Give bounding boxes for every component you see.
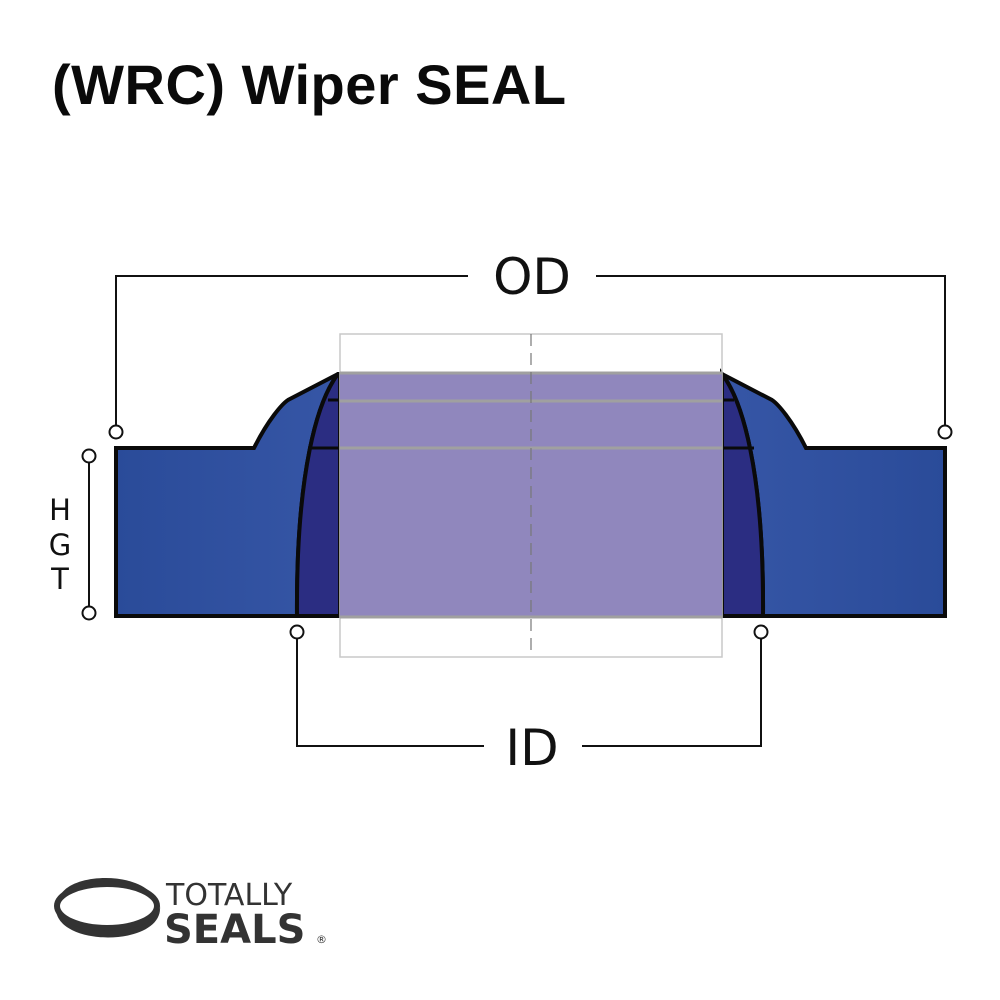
hgt-label-g: G: [49, 528, 71, 562]
hgt-top-marker: [81, 448, 97, 464]
od-label: OD: [493, 248, 571, 306]
totally-seals-logo: TOTALLY SEALS ®: [54, 878, 327, 953]
seal-left-half: [114, 372, 342, 618]
height-dimension: H G T: [49, 448, 97, 621]
hgt-bottom-marker: [81, 605, 97, 621]
rod-overlay: [339, 333, 723, 658]
id-dimension: ID: [289, 624, 769, 777]
id-right-marker: [753, 624, 769, 640]
od-right-marker: [937, 424, 953, 440]
id-left-marker: [289, 624, 305, 640]
logo-line1: TOTALLY: [165, 878, 293, 913]
logo-line2: SEALS: [164, 907, 305, 953]
seal-right-half: [720, 368, 947, 618]
od-dimension: OD: [108, 248, 953, 440]
hgt-label-t: T: [50, 562, 69, 596]
od-left-marker: [108, 424, 124, 440]
page-title: (WRC) Wiper SEAL: [52, 53, 567, 116]
hgt-label-h: H: [49, 493, 71, 527]
id-label: ID: [505, 719, 558, 777]
ring-icon: [54, 878, 161, 938]
registered-mark: ®: [316, 933, 327, 946]
